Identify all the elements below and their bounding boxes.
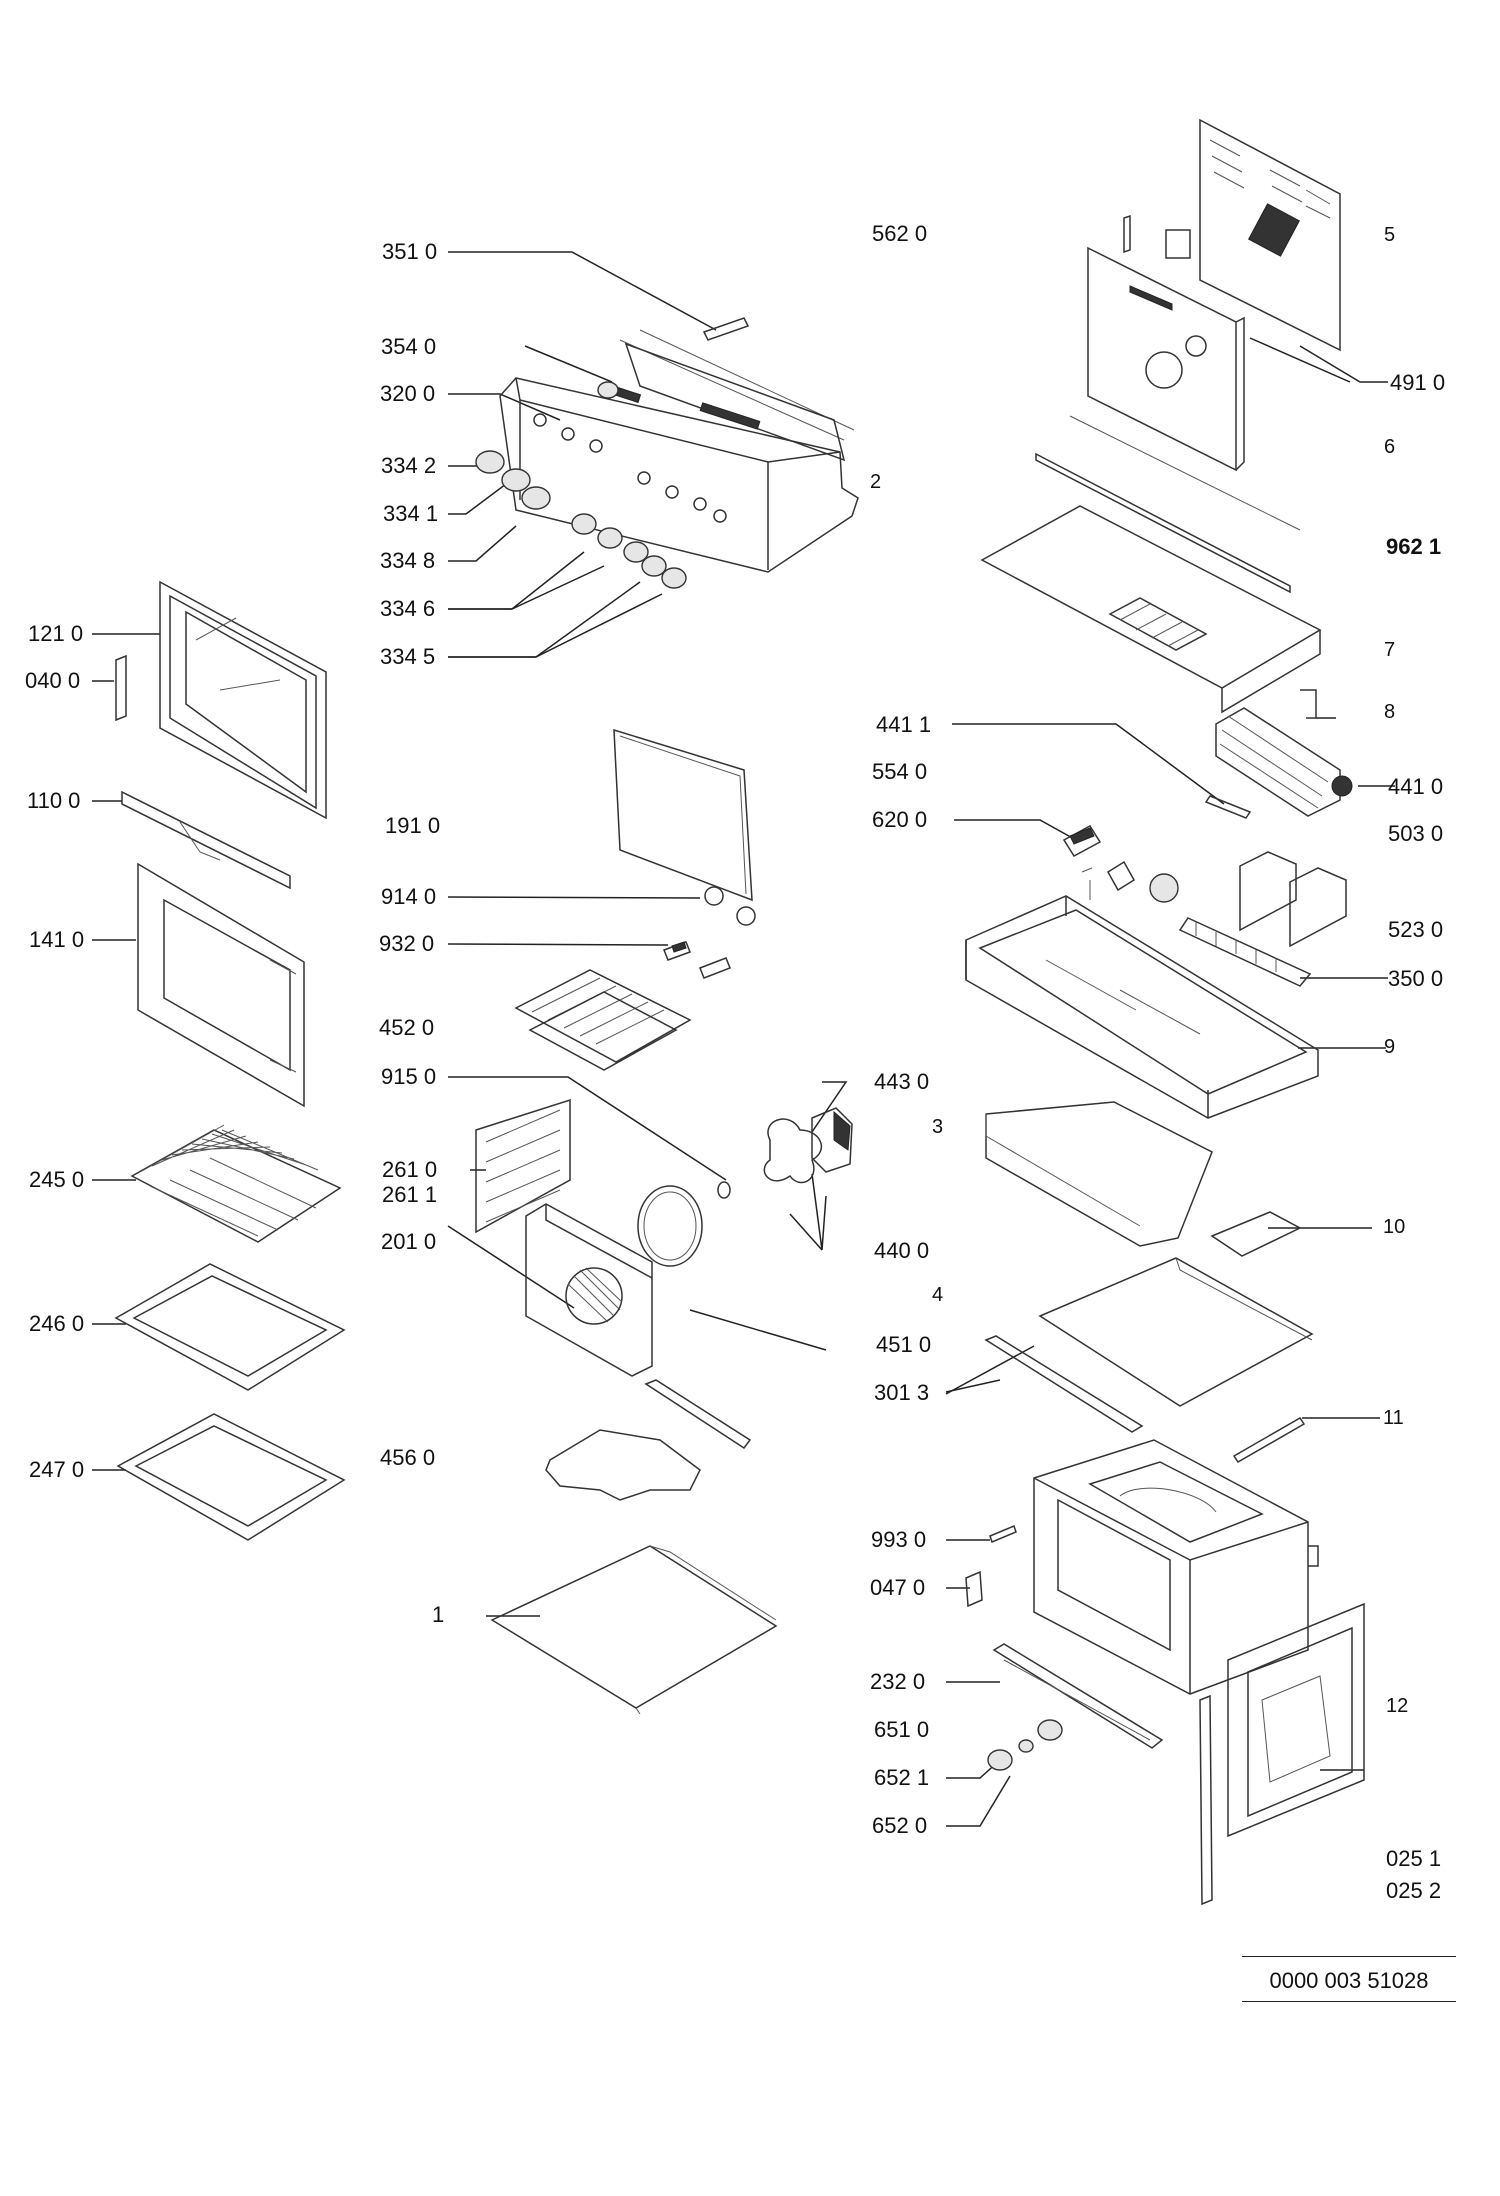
- small-bracket-part: [1210, 1211, 1302, 1257]
- part-label-932-0: 932 0: [379, 931, 435, 956]
- wire-rack-part: [130, 1124, 342, 1243]
- part-label-651-0: 651 0: [874, 1717, 930, 1742]
- drip-tray-part: [116, 1413, 346, 1541]
- part-label-456-0: 456 0: [380, 1445, 436, 1470]
- part-label-350-0: 350 0: [1388, 966, 1444, 991]
- insulation-plate-part: [1038, 1257, 1314, 1407]
- part-label-301-3: 301 3: [874, 1380, 930, 1405]
- part-label-452-0: 452 0: [379, 1015, 435, 1040]
- part-label-232-0: 232 0: [870, 1669, 926, 1694]
- part-label-334-8: 334 8: [380, 548, 436, 573]
- document-number: 0000 003 51028: [1269, 1968, 1429, 1993]
- part-label-4: 4: [932, 1284, 944, 1306]
- chassis-part: [965, 867, 1319, 1119]
- part-label-025-1: 025 1: [1386, 1846, 1442, 1871]
- part-label-320-0: 320 0: [380, 381, 436, 406]
- fan-motor-parts: [637, 1107, 853, 1267]
- part-label-354-0: 354 0: [381, 334, 437, 359]
- part-label-962-1: 962 1: [1386, 534, 1442, 559]
- part-label-334-6: 334 6: [380, 596, 436, 621]
- part-label-915-0: 915 0: [381, 1064, 437, 1089]
- part-label-562-0: 562 0: [872, 221, 928, 246]
- part-label-441-1: 441 1: [876, 712, 932, 737]
- part-label-121-0: 121 0: [28, 621, 84, 646]
- lower-strip-part: [992, 1643, 1164, 1749]
- part-label-440-0: 440 0: [874, 1238, 930, 1263]
- part-label-620-0: 620 0: [872, 807, 928, 832]
- screw-hinge-parts: [965, 1524, 1017, 1608]
- part-label-554-0: 554 0: [872, 759, 928, 784]
- document-number-box: 0000 003 51028: [1242, 1956, 1456, 2002]
- door-frame-part: [115, 580, 327, 820]
- leader-lines: [92, 251, 1395, 1827]
- part-label-443-0: 443 0: [874, 1069, 930, 1094]
- top-panel-part: [980, 505, 1322, 714]
- rod-part: [702, 317, 750, 341]
- part-label-523-0: 523 0: [1388, 917, 1444, 942]
- guide-rail-part: [984, 1335, 1144, 1433]
- part-label-141-0: 141 0: [29, 927, 85, 952]
- part-label-2: 2: [870, 471, 882, 493]
- part-label-9: 9: [1384, 1036, 1396, 1058]
- lower-element-part: [545, 1379, 752, 1501]
- part-label-652-0: 652 0: [872, 1813, 928, 1838]
- part-label-451-0: 451 0: [876, 1332, 932, 1357]
- knob-parts: [475, 381, 687, 589]
- side-frame-part: [1199, 1602, 1365, 1906]
- part-label-5: 5: [1384, 224, 1396, 246]
- pin-part: [1232, 1416, 1306, 1464]
- part-label-201-0: 201 0: [381, 1229, 437, 1254]
- gasket-strip-part: [1035, 415, 1301, 594]
- part-label-12: 12: [1386, 1695, 1409, 1717]
- part-label-914-0: 914 0: [381, 884, 437, 909]
- lamp-parts: [663, 886, 756, 979]
- part-label-1: 1: [432, 1602, 445, 1627]
- oven-cavity-part: [1033, 1439, 1319, 1695]
- part-label-245-0: 245 0: [29, 1167, 85, 1192]
- part-label-8: 8: [1384, 701, 1396, 723]
- part-label-261-1: 261 1: [382, 1182, 438, 1207]
- part-label-246-0: 246 0: [29, 1311, 85, 1336]
- part-label-11: 11: [1383, 1407, 1404, 1429]
- door-strip-part: [121, 790, 291, 890]
- part-label-110-0: 110 0: [27, 788, 81, 813]
- glass-plate-part: [613, 728, 753, 902]
- part-label-247-0: 247 0: [29, 1457, 85, 1482]
- door-outer-panel-part: [137, 862, 305, 1108]
- part-label-491-0: 491 0: [1390, 370, 1446, 395]
- rear-panel-part: [1199, 118, 1341, 352]
- part-label-503-0: 503 0: [1388, 821, 1444, 846]
- baking-tray-part: [114, 1263, 346, 1391]
- small-knob-parts: [987, 1719, 1063, 1771]
- part-label-334-5: 334 5: [380, 644, 436, 669]
- part-label-6: 6: [1384, 436, 1396, 458]
- part-label-10: 10: [1383, 1216, 1406, 1238]
- part-label-351-0: 351 0: [382, 239, 438, 264]
- part-label-047-0: 047 0: [870, 1575, 926, 1600]
- part-label-993-0: 993 0: [871, 1527, 927, 1552]
- electronics-board-part: [1087, 214, 1245, 472]
- side-rails-part: [475, 1098, 571, 1234]
- switch-relay-parts: [1062, 825, 1347, 987]
- part-label-025-2: 025 2: [1386, 1878, 1442, 1903]
- part-label-040-0: 040 0: [25, 668, 81, 693]
- control-panel-part: [499, 329, 859, 573]
- tangential-fan-part: [1204, 689, 1353, 819]
- part-label-334-1: 334 1: [383, 501, 439, 526]
- part-label-7: 7: [1384, 639, 1396, 661]
- part-label-3: 3: [932, 1116, 944, 1138]
- bracket-plate-part: [985, 1101, 1213, 1247]
- part-label-191-0: 191 0: [385, 813, 441, 838]
- part-label-261-0: 261 0: [382, 1157, 438, 1182]
- part-label-441-0: 441 0: [1388, 774, 1444, 799]
- part-label-334-2: 334 2: [381, 453, 437, 478]
- grill-element-part: [514, 969, 692, 1071]
- fan-cover-part: [525, 1203, 653, 1377]
- base-plate-part: [490, 1545, 778, 1715]
- part-label-652-1: 652 1: [874, 1765, 930, 1790]
